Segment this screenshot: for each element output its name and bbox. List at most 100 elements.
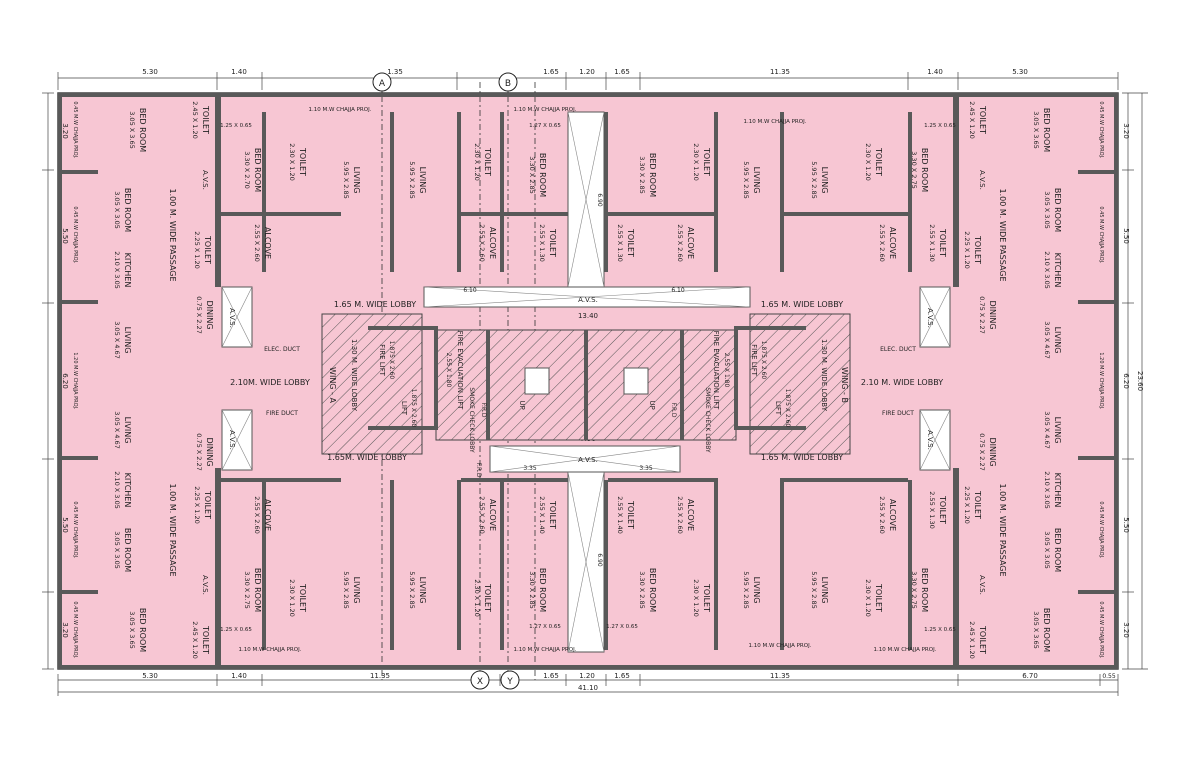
toilet-bl-2-size: 2.30 X 1.20 (288, 579, 296, 617)
core-width-label: 13.40 (578, 312, 598, 320)
passage-l-1: 1.00 M. WIDE PASSAGE (168, 188, 177, 281)
fire-lift-left-size: 1.875 X 2.60 (388, 341, 395, 380)
chajja-top-r: 1.10 M.W CHAJJA PROJ. (744, 119, 807, 125)
toilet-tr-2-name: TOILET (978, 105, 987, 134)
dim-right-3: 6.20 (1122, 373, 1130, 389)
chajja-side-r-2: 0.45 M.W CHAJJA PROJ. (1098, 206, 1104, 264)
bedroom-bl-outer-name: BED ROOM (138, 608, 147, 652)
lobby-165b-right: 1.65 M. WIDE LOBBY (761, 453, 843, 462)
avs-l-top: A.V.S. (201, 170, 209, 190)
toilet-tr-3-size: 2.55 X 1.30 (928, 224, 936, 262)
living-l-1-name: LIVING (123, 327, 132, 354)
alcove-tr-size: 2.55 X 2.60 (878, 224, 886, 262)
bedroom-r-2-name: BED ROOM (1053, 188, 1062, 232)
dim-bottom-9: 0.55 (1102, 673, 1116, 680)
small-tc: 1.27 X 0.65 (529, 123, 561, 129)
axis-marker-y (500, 670, 520, 690)
toilet-bc-4-name: TOILET (702, 583, 711, 612)
bottom-dimension-chain: 5.30 1.40 11.35 1.65 1.20 1.65 11.35 6.7… (57, 672, 1119, 696)
smoke-lobby-right: SMOKE CHECK LOBBY (704, 387, 711, 453)
living-br-name: LIVING (820, 577, 829, 604)
toilet-br-2-size: 2.45 X 1.20 (968, 621, 976, 659)
bedroom-tr-outer-name: BED ROOM (1042, 108, 1051, 152)
chajja-side-l-2: 0.45 M.W CHAJJA PROJ. (72, 206, 78, 264)
bedroom-tr-inner-name: BED ROOM (920, 148, 929, 192)
dining-l-2-name: DINING (205, 437, 214, 466)
chajja-mid-l: 1.20 M.W CHAJJA PROJ. (72, 352, 78, 410)
avs-label-4: A.V.S. (926, 430, 934, 450)
dim-left-2: 5.50 (61, 228, 69, 244)
chajja-side-l-4: 0.45 M.W CHAJJA PROJ. (72, 601, 78, 659)
toilet-tr-1-name: TOILET (874, 147, 883, 176)
bedroom-tc-right-size: 3.30 X 2.85 (638, 156, 646, 194)
dim-top-2: 1.40 (231, 68, 247, 76)
top-dimension-chain: 5.30 1.40 1.35 1.65 1.20 1.65 11.35 1.40… (57, 68, 1119, 90)
lobby-165b-left: 1.65M. WIDE LOBBY (327, 453, 407, 462)
axis-marker-a (372, 72, 392, 92)
toilet-bl-2-name: TOILET (298, 583, 307, 612)
small-br: 1.25 X 0.65 (924, 627, 956, 633)
alcove-bc-right-size: 2.55 X 2.60 (676, 496, 684, 534)
living-r-2-size: 3.05 X 4.67 (1043, 411, 1051, 449)
evac-lift-left: FIRE EVACUATION LIFT (456, 331, 464, 410)
wing-a-label: WING - A (328, 367, 337, 403)
dim-bottom-8: 6.70 (1022, 672, 1038, 680)
core-shafts (321, 313, 851, 455)
toilet-tc-4-size: 2.55 X 1.30 (616, 224, 624, 262)
bedroom-tl-inner-size: 3.30 X 2.70 (243, 151, 251, 189)
chajja-bot-cl: 1.10 M.W CHAJJA PROJ. (514, 647, 577, 653)
dim-left-4: 5.50 (61, 517, 69, 533)
bedroom-tr-inner-size: 3.30 X 2.75 (910, 151, 918, 189)
toilet-br-2-name: TOILET (978, 625, 987, 654)
avs-label-1: A.V.S. (228, 308, 236, 328)
toilet-l-1-size: 2.25 X 1.20 (193, 231, 201, 269)
dim-right-1: 3.20 (1122, 123, 1130, 139)
avs-shafts: A.V.S. A.V.S. A.V.S. A.V.S. (221, 286, 951, 471)
living-bc-right-size: 5.95 X 2.85 (742, 571, 750, 609)
chajja-top-l: 1.10 M.W CHAJJA PROJ. (309, 107, 372, 113)
dim-bottom-2: 1.40 (231, 672, 247, 680)
frd-1: F.R.D (475, 463, 482, 478)
living-bc-left-name: LIVING (418, 577, 427, 604)
alcove-tc-right-size: 2.55 X 2.60 (676, 224, 684, 262)
left-dimension-chain: 3.20 5.50 6.20 5.50 3.20 (42, 92, 69, 670)
toilet-br-1-size: 2.30 X 1.20 (864, 579, 872, 617)
dim-right-total: 23.60 (1136, 371, 1144, 391)
lift-right-size: 1.875 X 2.60 (784, 389, 791, 428)
chajja-side-l-1: 0.45 M.W CHAJJA PROJ. (72, 101, 78, 159)
chajja-side-l-3: 0.45 M.W CHAJJA PROJ. (72, 501, 78, 559)
lobby-165-left: 1.65 M. WIDE LOBBY (334, 300, 416, 309)
bedroom-bl-inner-name: BED ROOM (253, 568, 262, 612)
dim-right-5: 3.20 (1122, 622, 1130, 638)
living-l-2-size: 3.05 X 4.67 (113, 411, 121, 449)
toilet-bl-1-size: 2.45 X 1.20 (191, 621, 199, 659)
dim-bottom-4: 1.65 (543, 672, 559, 680)
fire-duct-right: FIRE DUCT (882, 410, 914, 417)
evac-lift-right: FIRE EVACUATION LIFT (712, 331, 720, 410)
toilet-tl-2-size: 2.30 X 1.20 (288, 143, 296, 181)
fire-duct-left: FIRE DUCT (266, 410, 298, 417)
toilet-bc-3-size: 2.30 X 1.20 (473, 579, 481, 617)
dim-left-5: 3.20 (61, 622, 69, 638)
dining-r-2-name: DINING (988, 437, 997, 466)
alcove-bl-size: 2.55 X 2.60 (253, 496, 261, 534)
dining-l-2-size: 0.75 X 2.27 (195, 433, 203, 471)
axis-label-a: A (379, 79, 386, 89)
dim-bottom-1: 5.30 (142, 672, 158, 680)
chajja-side-r-1: 0.45 M.W CHAJJA PROJ. (1098, 101, 1104, 159)
bedroom-l-3-name: BED ROOM (123, 528, 132, 572)
avs-l-bottom: A.V.S. (201, 575, 209, 595)
alcove-tc-left-size: 2.55 X 2.60 (478, 224, 486, 262)
toilet-tl-1-size: 2.45 X 1.20 (191, 101, 199, 139)
chajja-bot-rr: 1.10 M.W CHAJJA PROJ. (874, 647, 937, 653)
passage-r-1: 1.00 M. WIDE PASSAGE (998, 188, 1007, 281)
chajja-side-r-4: 0.45 M.W CHAJJA PROJ. (1098, 601, 1104, 659)
small-tl: 1.25 X 0.65 (220, 123, 252, 129)
living-bl-name: LIVING (352, 577, 361, 604)
stair-well-right (623, 367, 649, 395)
alcove-bc-right-name: ALCOVE (686, 499, 695, 531)
living-tr-name: LIVING (820, 167, 829, 194)
avs-label-2: A.V.S. (228, 430, 236, 450)
